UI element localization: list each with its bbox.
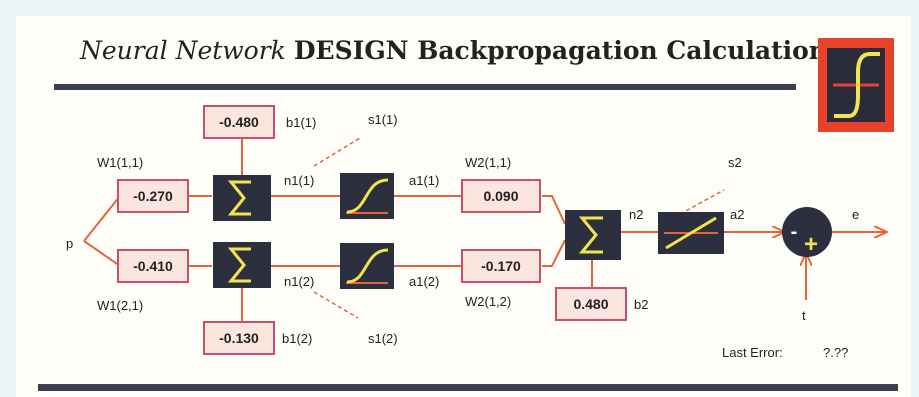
sigmoid-block-2-icon bbox=[340, 243, 394, 289]
title-rule bbox=[54, 84, 796, 90]
weight-w2-12-value: -0.170 bbox=[481, 258, 521, 274]
signal-e: e bbox=[852, 207, 859, 222]
signal-n1-2: n1(2) bbox=[284, 274, 314, 289]
title-italic: Neural Network bbox=[80, 36, 286, 65]
weight-w2-11[interactable]: 0.090 bbox=[461, 179, 541, 213]
weight-w2-11-value: 0.090 bbox=[483, 188, 518, 204]
sum-block-1-icon bbox=[213, 175, 271, 221]
signal-s2: s2 bbox=[728, 155, 742, 170]
bias-b1-1[interactable]: -0.480 bbox=[203, 105, 275, 139]
sigmoid-block-1-icon bbox=[340, 173, 394, 219]
bias-b2-value: 0.480 bbox=[573, 296, 608, 312]
signal-n1-1: n1(1) bbox=[284, 173, 314, 188]
junction-minus: - bbox=[791, 221, 798, 243]
bias-b2[interactable]: 0.480 bbox=[555, 287, 627, 321]
signal-a2: a2 bbox=[730, 207, 744, 222]
weight-w1-11[interactable]: -0.270 bbox=[117, 179, 189, 213]
sum-block-2-icon bbox=[213, 242, 271, 288]
weight-w1-21[interactable]: -0.410 bbox=[117, 249, 189, 283]
last-error-label: Last Error: bbox=[722, 345, 783, 360]
linear-block-icon bbox=[658, 212, 724, 254]
junction-plus: + bbox=[804, 231, 818, 258]
weight-w2-12[interactable]: -0.170 bbox=[461, 249, 541, 283]
signal-s1-2: s1(2) bbox=[368, 331, 398, 346]
weight-w1-21-value: -0.410 bbox=[133, 258, 173, 274]
bottom-rule bbox=[38, 384, 898, 391]
dashed-leaders bbox=[313, 137, 725, 319]
bias-b1-1-value: -0.480 bbox=[219, 114, 259, 130]
signal-a1-1: a1(1) bbox=[409, 173, 439, 188]
bias-b2-label: b2 bbox=[634, 297, 648, 312]
signal-a1-2: a1(2) bbox=[409, 274, 439, 289]
signal-n2: n2 bbox=[629, 207, 643, 222]
weight-w2-12-label: W2(1,2) bbox=[465, 294, 511, 309]
sum-block-3-icon bbox=[565, 210, 621, 260]
bias-b1-2-value: -0.130 bbox=[219, 330, 259, 346]
weight-w1-11-value: -0.270 bbox=[133, 188, 173, 204]
input-t-label: t bbox=[802, 308, 806, 323]
signal-s1-1: s1(1) bbox=[368, 112, 398, 127]
bias-b1-1-label: b1(1) bbox=[286, 115, 316, 130]
logo-icon bbox=[818, 38, 894, 132]
summing-junction-icon: - + bbox=[782, 207, 832, 258]
weight-w2-11-label: W2(1,1) bbox=[465, 155, 511, 170]
weight-w1-21-label: W1(2,1) bbox=[97, 298, 143, 313]
input-p-label: p bbox=[66, 236, 73, 251]
bias-b1-2[interactable]: -0.130 bbox=[203, 321, 275, 355]
title-main: DESIGN Backpropagation Calculation bbox=[293, 36, 827, 65]
weight-w1-11-label: W1(1,1) bbox=[97, 155, 143, 170]
last-error-value: ?.?? bbox=[823, 345, 848, 360]
bias-b1-2-label: b1(2) bbox=[282, 331, 312, 346]
